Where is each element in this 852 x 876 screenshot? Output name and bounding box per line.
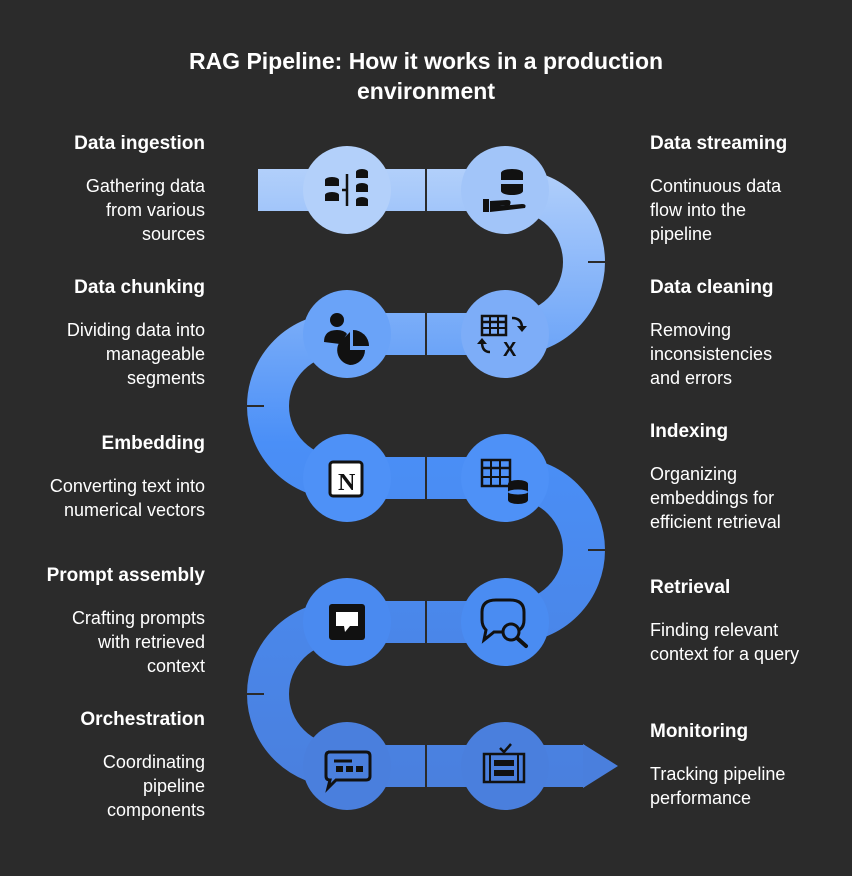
step-title: Monitoring bbox=[650, 721, 749, 742]
svg-text:X: X bbox=[503, 339, 517, 361]
desc-line: pipeline bbox=[650, 224, 713, 244]
robot-chat-icon bbox=[324, 750, 372, 793]
desc-line: performance bbox=[650, 788, 752, 808]
step-description: Removing inconsistencies and errors bbox=[650, 318, 852, 390]
step-retrieval: Retrieval Finding relevant context for a… bbox=[650, 576, 852, 666]
step-title: Retrieval bbox=[650, 577, 731, 598]
desc-line: manageable bbox=[105, 344, 205, 364]
svg-text:N: N bbox=[338, 470, 356, 496]
title-line-1: RAG Pipeline: How it works in a producti… bbox=[188, 48, 664, 74]
step-node bbox=[303, 722, 391, 810]
desc-line: with retrieved bbox=[97, 632, 205, 652]
step-title: Orchestration bbox=[80, 709, 205, 730]
desc-line: Removing bbox=[650, 320, 732, 340]
desc-line: context bbox=[146, 656, 205, 676]
desc-line: flow into the bbox=[650, 200, 747, 220]
step-node bbox=[461, 578, 549, 666]
film-checklist-icon bbox=[482, 743, 526, 784]
step-description: Dividing data into manageable segments bbox=[0, 318, 205, 390]
desc-line: sources bbox=[141, 224, 205, 244]
desc-line: numerical vectors bbox=[63, 500, 205, 520]
step-title: Data ingestion bbox=[74, 133, 205, 154]
step-description: Gathering data from various sources bbox=[0, 174, 205, 246]
step-title: Indexing bbox=[650, 421, 729, 442]
desc-line: Crafting prompts bbox=[71, 608, 205, 628]
desc-line: Converting text into bbox=[49, 476, 205, 496]
step-monitoring: Monitoring Tracking pipeline performance bbox=[650, 720, 852, 810]
step-description: Organizing embeddings for efficient retr… bbox=[650, 462, 852, 534]
step-description: Crafting prompts with retrieved context bbox=[0, 606, 205, 678]
title-line-2: environment bbox=[356, 78, 496, 104]
step-description: Finding relevant context for a query bbox=[650, 618, 852, 666]
desc-line: Continuous data bbox=[650, 176, 782, 196]
desc-line: from various bbox=[105, 200, 205, 220]
step-node bbox=[303, 146, 391, 234]
table-clean-icon: X bbox=[477, 314, 527, 361]
step-title: Prompt assembly bbox=[46, 565, 205, 586]
desc-line: inconsistencies bbox=[650, 344, 773, 364]
desc-line: embeddings for bbox=[650, 488, 775, 508]
step-data-cleaning: Data cleaning Removing inconsistencies a… bbox=[650, 276, 852, 390]
step-prompt-assembly: Prompt assembly Crafting prompts with re… bbox=[0, 564, 205, 678]
chat-bubble-icon bbox=[329, 604, 365, 640]
desc-line: and errors bbox=[650, 368, 733, 388]
step-node bbox=[303, 578, 391, 666]
step-embedding: Embedding Converting text into numerical… bbox=[0, 432, 205, 522]
step-description: Continuous data flow into the pipeline bbox=[650, 174, 852, 246]
step-orchestration: Orchestration Coordinating pipeline comp… bbox=[0, 708, 205, 822]
step-data-chunking: Data chunking Dividing data into managea… bbox=[0, 276, 205, 390]
step-node: N bbox=[303, 434, 391, 522]
desc-line: efficient retrieval bbox=[650, 512, 781, 532]
diagram-title: RAG Pipeline: How it works in a producti… bbox=[0, 46, 852, 106]
step-node bbox=[461, 146, 549, 234]
segment-dividers bbox=[216, 166, 636, 790]
desc-line: segments bbox=[126, 368, 205, 388]
desc-line: components bbox=[106, 800, 205, 820]
step-description: Coordinating pipeline components bbox=[0, 750, 205, 822]
step-node bbox=[461, 434, 549, 522]
step-node: X bbox=[461, 290, 549, 378]
step-title: Data cleaning bbox=[650, 277, 774, 298]
notion-n-icon: N bbox=[328, 460, 364, 498]
step-description: Converting text into numerical vectors bbox=[0, 474, 205, 522]
step-description: Tracking pipeline performance bbox=[650, 762, 852, 810]
table-database-icon bbox=[480, 458, 528, 504]
user-pie-chart-icon bbox=[324, 313, 369, 365]
desc-line: Finding relevant bbox=[650, 620, 779, 640]
step-title: Data chunking bbox=[74, 277, 205, 298]
desc-line: Gathering data bbox=[85, 176, 205, 196]
pipeline-arrowhead bbox=[583, 744, 618, 788]
desc-line: Dividing data into bbox=[66, 320, 205, 340]
step-indexing: Indexing Organizing embeddings for effic… bbox=[650, 420, 852, 534]
step-title: Data streaming bbox=[650, 133, 788, 154]
chat-search-icon bbox=[480, 598, 528, 648]
step-node bbox=[461, 722, 549, 810]
desc-line: pipeline bbox=[142, 776, 205, 796]
step-data-streaming: Data streaming Continuous data flow into… bbox=[650, 132, 852, 246]
desc-line: Organizing bbox=[650, 464, 738, 484]
step-node bbox=[303, 290, 391, 378]
step-title: Embedding bbox=[101, 433, 205, 454]
database-hand-icon bbox=[483, 169, 526, 212]
desc-line: Coordinating bbox=[102, 752, 205, 772]
step-data-ingestion: Data ingestion Gathering data from vario… bbox=[0, 132, 205, 246]
desc-line: context for a query bbox=[650, 644, 800, 664]
desc-line: Tracking pipeline bbox=[650, 764, 786, 784]
database-split-icon bbox=[325, 169, 368, 206]
